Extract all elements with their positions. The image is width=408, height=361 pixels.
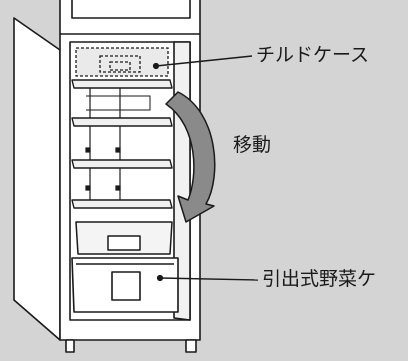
vegetable-drawer-label: 引出式野菜ケ	[262, 268, 377, 290]
curved-arrow-down-icon	[165, 91, 216, 223]
shelf-supports	[85, 88, 151, 200]
shelves	[71, 79, 173, 209]
move-label: 移動	[233, 134, 272, 156]
leader-lines	[152, 55, 259, 282]
chilled-case	[75, 47, 169, 77]
lower-drawer	[75, 221, 173, 255]
chilled-case-label: チルドケース	[256, 44, 370, 66]
vegetable-drawer	[71, 257, 179, 313]
